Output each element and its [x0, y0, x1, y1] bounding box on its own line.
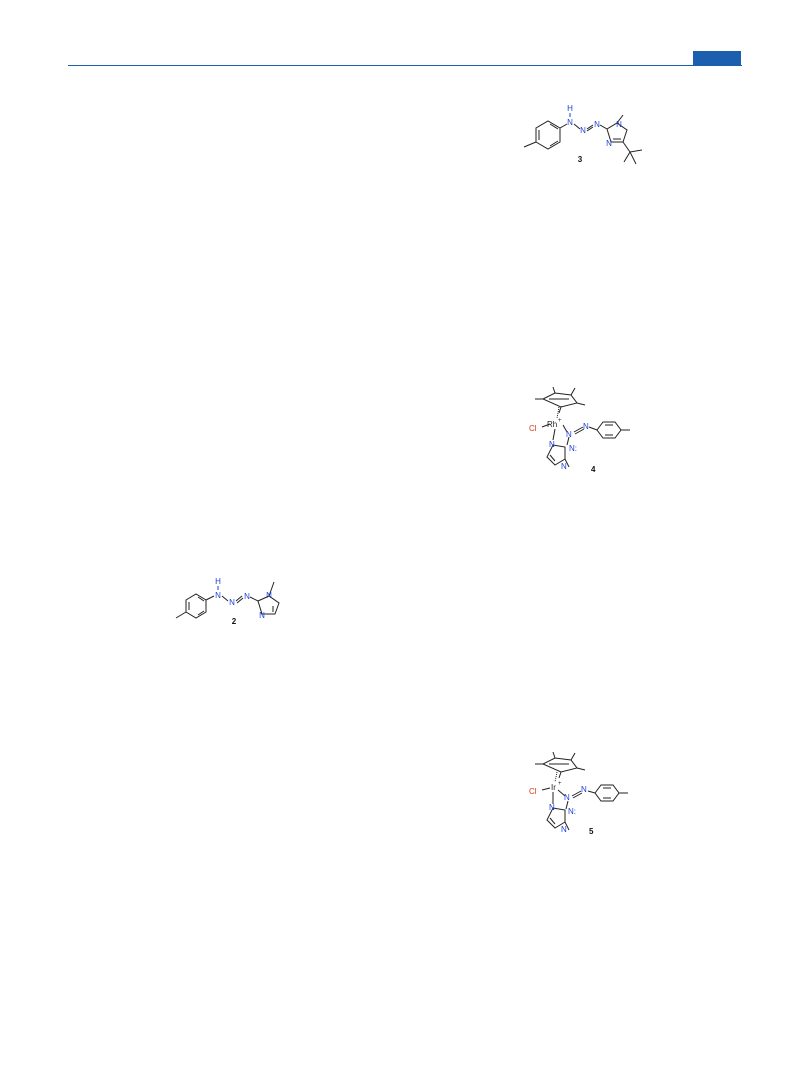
compound-3-label: 3: [578, 155, 583, 164]
compound-3-n1: N: [567, 118, 573, 127]
header-accent-tab: [693, 51, 741, 66]
compound-3-ring-n2: N: [606, 139, 612, 148]
compound-5-metal-charge: +: [558, 781, 562, 787]
structure-compound-4: N N N: N N Rh + Cl 4: [525, 385, 655, 485]
compound-2-n2: N: [229, 598, 235, 607]
compound-3-n3: N: [594, 120, 600, 129]
compound-3-ring-n1: N: [616, 120, 622, 129]
compound-3-h: H: [567, 104, 573, 113]
compound-4-metal-charge: +: [558, 418, 562, 424]
compound-5-n-c: N:: [568, 807, 576, 816]
compound-4-halide: Cl: [529, 424, 537, 433]
header-rule: [68, 65, 742, 66]
compound-2-n1: N: [215, 591, 221, 600]
compound-2-n3: N: [244, 592, 250, 601]
compound-4-n-c: N:: [569, 444, 577, 453]
compound-4-ring-n1: N: [549, 440, 555, 449]
compound-2-ring-n2: N: [259, 611, 265, 620]
structure-compound-2: H N N N N N 2: [172, 568, 302, 633]
structure-compound-3: H N N N N N 3: [520, 100, 670, 175]
compound-4-n-a: N: [566, 430, 572, 439]
compound-5-label: 5: [589, 827, 594, 836]
compound-4-label: 4: [591, 465, 596, 474]
compound-2-label: 2: [232, 617, 237, 626]
compound-5-drawing: N N N: N N Ir + Cl 5: [529, 751, 628, 836]
compound-2-ring-n1: N: [266, 591, 272, 600]
compound-5-ring-n2: N: [561, 825, 567, 834]
compound-5-ring-n1: N: [549, 803, 555, 812]
structure-compound-5: N N N: N N Ir + Cl 5: [525, 750, 655, 850]
compound-4-ring-n2: N: [561, 462, 567, 471]
compound-5-n-a: N: [564, 793, 570, 802]
compound-4-metal: Rh: [547, 420, 557, 429]
compound-5-halide: Cl: [529, 787, 537, 796]
compound-2-drawing: H N N N N N 2: [175, 577, 280, 626]
compound-4-drawing: N N N: N N Rh + Cl 4: [529, 386, 630, 474]
compound-4-n-b: N: [583, 422, 589, 431]
compound-3-drawing: H N N N N N 3: [523, 104, 643, 165]
compound-3-n2: N: [580, 126, 586, 135]
compound-5-metal: Ir: [551, 783, 556, 792]
compound-2-h: H: [215, 577, 221, 586]
compound-5-n-b: N: [581, 785, 587, 794]
